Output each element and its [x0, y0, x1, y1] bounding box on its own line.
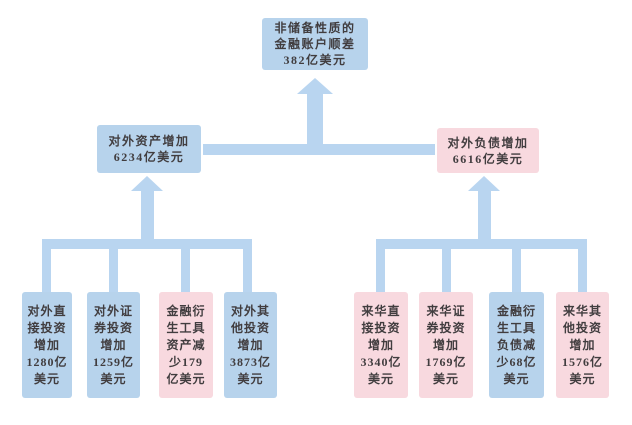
right-drop-3	[512, 248, 521, 294]
left-drop-1	[42, 248, 51, 294]
node-derivative-liabilities-decrease: 金融衍 生工具 负债减 少68亿 美元	[489, 292, 544, 398]
right-drop-2	[442, 248, 451, 294]
node-outward-direct-investment: 对外直 接投资 增加 1280亿 美元	[22, 292, 72, 398]
right-distribution-bar	[376, 239, 587, 249]
node-other-inward-investment: 来华其 他投资 增加 1576亿 美元	[556, 292, 609, 398]
right-arrow-shaft	[478, 190, 491, 240]
node-inward-direct-investment: 来华直 接投资 增加 3340亿 美元	[354, 292, 408, 398]
left-drop-2	[109, 248, 118, 294]
left-arrow-shaft	[141, 190, 154, 240]
t-bar-connector	[203, 144, 435, 155]
right-arrow-head-icon	[468, 176, 500, 191]
root-arrow-head-icon	[297, 78, 333, 94]
node-inward-portfolio-investment: 来华证 券投资 增加 1769亿 美元	[419, 292, 473, 398]
root-arrow-shaft	[307, 92, 323, 146]
node-external-assets-increase: 对外资产增加 6234亿美元	[97, 125, 201, 173]
node-outward-portfolio-investment: 对外证 券投资 增加 1259亿 美元	[87, 292, 140, 398]
node-external-liabilities-increase: 对外负债增加 6616亿美元	[437, 128, 539, 173]
left-arrow-head-icon	[131, 176, 163, 191]
left-drop-4	[243, 248, 252, 294]
node-derivative-assets-decrease: 金融衍 生工具 资产减 少179 亿美元	[159, 292, 213, 398]
left-drop-3	[181, 248, 190, 294]
node-non-reserve-financial-account-surplus: 非储备性质的 金融账户顺差 382亿美元	[262, 18, 368, 70]
left-distribution-bar	[42, 239, 252, 249]
node-other-outward-investment: 对外其 他投资 增加 3873亿 美元	[224, 292, 277, 398]
right-drop-4	[578, 248, 587, 294]
right-drop-1	[376, 248, 385, 294]
